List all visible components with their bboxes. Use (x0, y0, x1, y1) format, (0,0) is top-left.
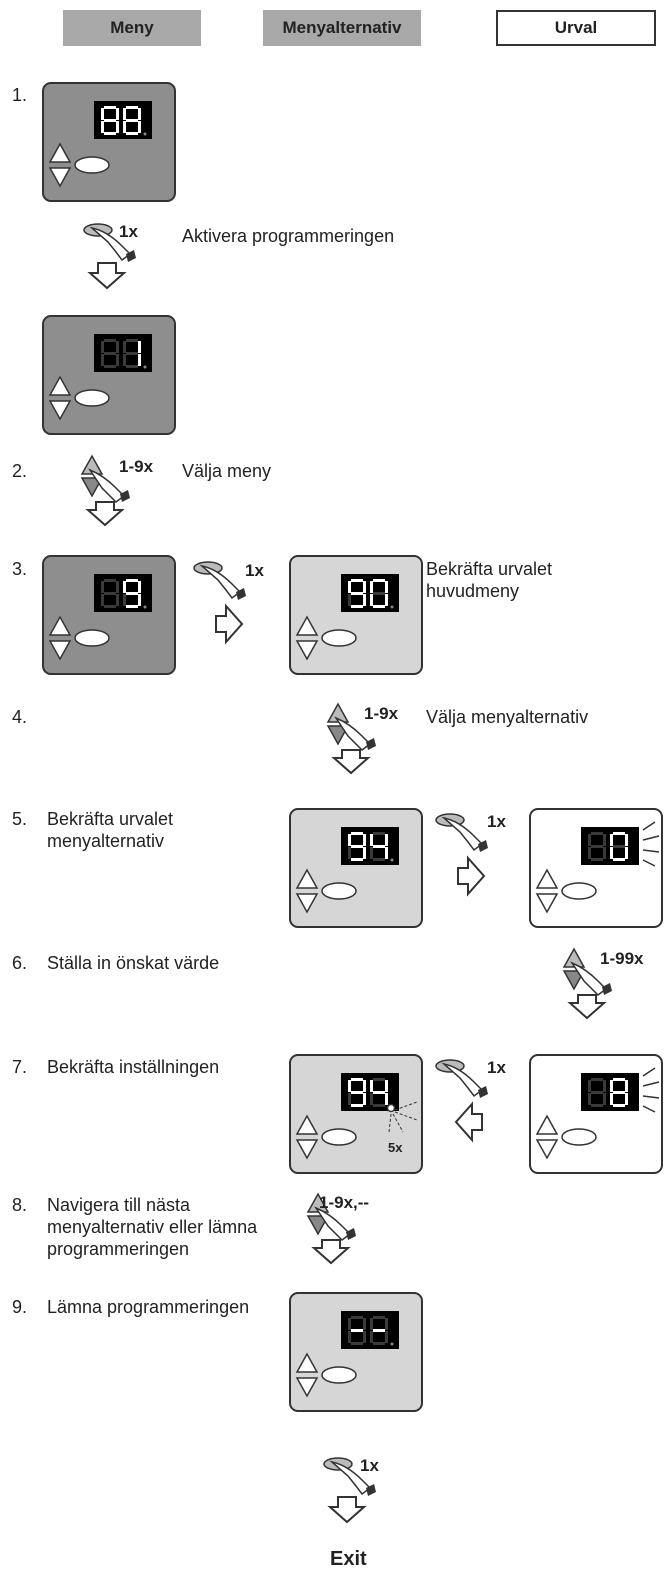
step-6-number: 6. (12, 953, 28, 973)
step-5-number: 5. (12, 809, 28, 829)
display-0-blinking (535, 821, 660, 914)
control-panel-menu (42, 82, 176, 202)
press-count-3: 1x (245, 561, 264, 580)
display-94-point-blinking (295, 1073, 418, 1160)
blink-rays-icon (642, 821, 660, 867)
hand-press-arrow-keys-icon (554, 945, 629, 1020)
hand-press-arrow-keys-icon (72, 452, 147, 527)
display-9 (48, 574, 152, 661)
press-count-4: 1-9x (364, 704, 399, 723)
hand-press-arrow-keys-icon (298, 1190, 373, 1265)
digit-dash-icon (370, 1316, 388, 1345)
display-90 (295, 574, 399, 661)
display-1 (48, 334, 152, 421)
digit-0-icon (610, 832, 628, 861)
digit-9-icon (348, 579, 366, 608)
exit-label: Exit (330, 1548, 367, 1570)
display-dash-dash (295, 1311, 399, 1398)
press-count-5: 1x (487, 812, 506, 831)
step-2-number: 2. (12, 461, 28, 481)
step-3-action: Bekräfta urvalet huvudmeny (426, 559, 553, 601)
control-panel-option (289, 1292, 423, 1412)
digit-4-icon (370, 832, 388, 861)
legend-menu-option-label: Menyalternativ (282, 18, 402, 37)
blink-rays-icon (642, 1067, 660, 1113)
step-2-action: Välja meny (182, 461, 272, 481)
display-94 (295, 827, 399, 914)
step-4-action: Välja menyalternativ (426, 707, 589, 727)
step-5-action: Bekräfta urvalet menyalternativ (47, 809, 174, 851)
step-7-action: Bekräfta inställningen (47, 1057, 220, 1077)
legend-menu: Meny (63, 10, 201, 46)
press-count-2: 1-9x (119, 457, 154, 476)
digit-9-icon (348, 1078, 366, 1107)
control-panel-menu (42, 555, 176, 675)
digit-9-icon (123, 579, 141, 608)
legend-menu-label: Meny (110, 18, 154, 37)
hand-press-button-icon (78, 218, 148, 293)
press-count-1: 1x (119, 222, 138, 241)
press-count-8: 1-9x,-- (319, 1193, 370, 1212)
hand-press-button-right-arrow-icon (188, 556, 258, 656)
display-8-blinking (535, 1067, 660, 1160)
step-8-number: 8. (12, 1195, 28, 1215)
step-4-number: 4. (12, 707, 28, 727)
hand-press-button-left-arrow-icon (430, 1054, 500, 1154)
step-9-action: Lämna programmeringen (47, 1297, 250, 1317)
digit-dash-icon (348, 1316, 366, 1345)
control-panel-selection (529, 808, 663, 928)
step-1-action: Aktivera programmeringen (182, 226, 395, 246)
control-panel-option (289, 808, 423, 928)
control-panel-selection (529, 1054, 663, 1174)
step-6-action: Ställa in önskat värde (47, 953, 220, 973)
digit-0-icon (370, 579, 388, 608)
hand-press-arrow-keys-icon (318, 700, 393, 775)
legend-selection-label: Urval (554, 18, 598, 37)
control-panel-menu (42, 315, 176, 435)
digit-4-icon (370, 1078, 388, 1107)
control-panel-option: 5x (289, 1054, 423, 1174)
blink-count: 5x (388, 1140, 403, 1155)
blink-rays-icon (388, 1101, 418, 1133)
digit-9-icon (348, 832, 366, 861)
hand-press-button-right-arrow-icon (430, 808, 500, 908)
digit-8-icon (123, 106, 141, 135)
display-88 (48, 101, 152, 188)
legend-selection: Urval (496, 10, 656, 46)
press-count-6: 1-99x (600, 949, 644, 968)
control-panel-option (289, 555, 423, 675)
digit-8-icon (610, 1078, 628, 1107)
decimal-point-icon (386, 1103, 396, 1113)
step-8-action: Navigera till nästa menyalternativ eller… (47, 1195, 258, 1259)
step-1-number: 1. (12, 85, 28, 105)
digit-1-icon (123, 339, 141, 368)
step-7-number: 7. (12, 1057, 28, 1077)
digit-8-icon (101, 106, 119, 135)
press-count-9: 1x (360, 1456, 379, 1475)
step-9-number: 9. (12, 1297, 28, 1317)
press-count-7: 1x (487, 1058, 506, 1077)
step-3-number: 3. (12, 559, 28, 579)
legend-menu-option: Menyalternativ (263, 10, 421, 46)
hand-press-button-icon (318, 1452, 388, 1527)
